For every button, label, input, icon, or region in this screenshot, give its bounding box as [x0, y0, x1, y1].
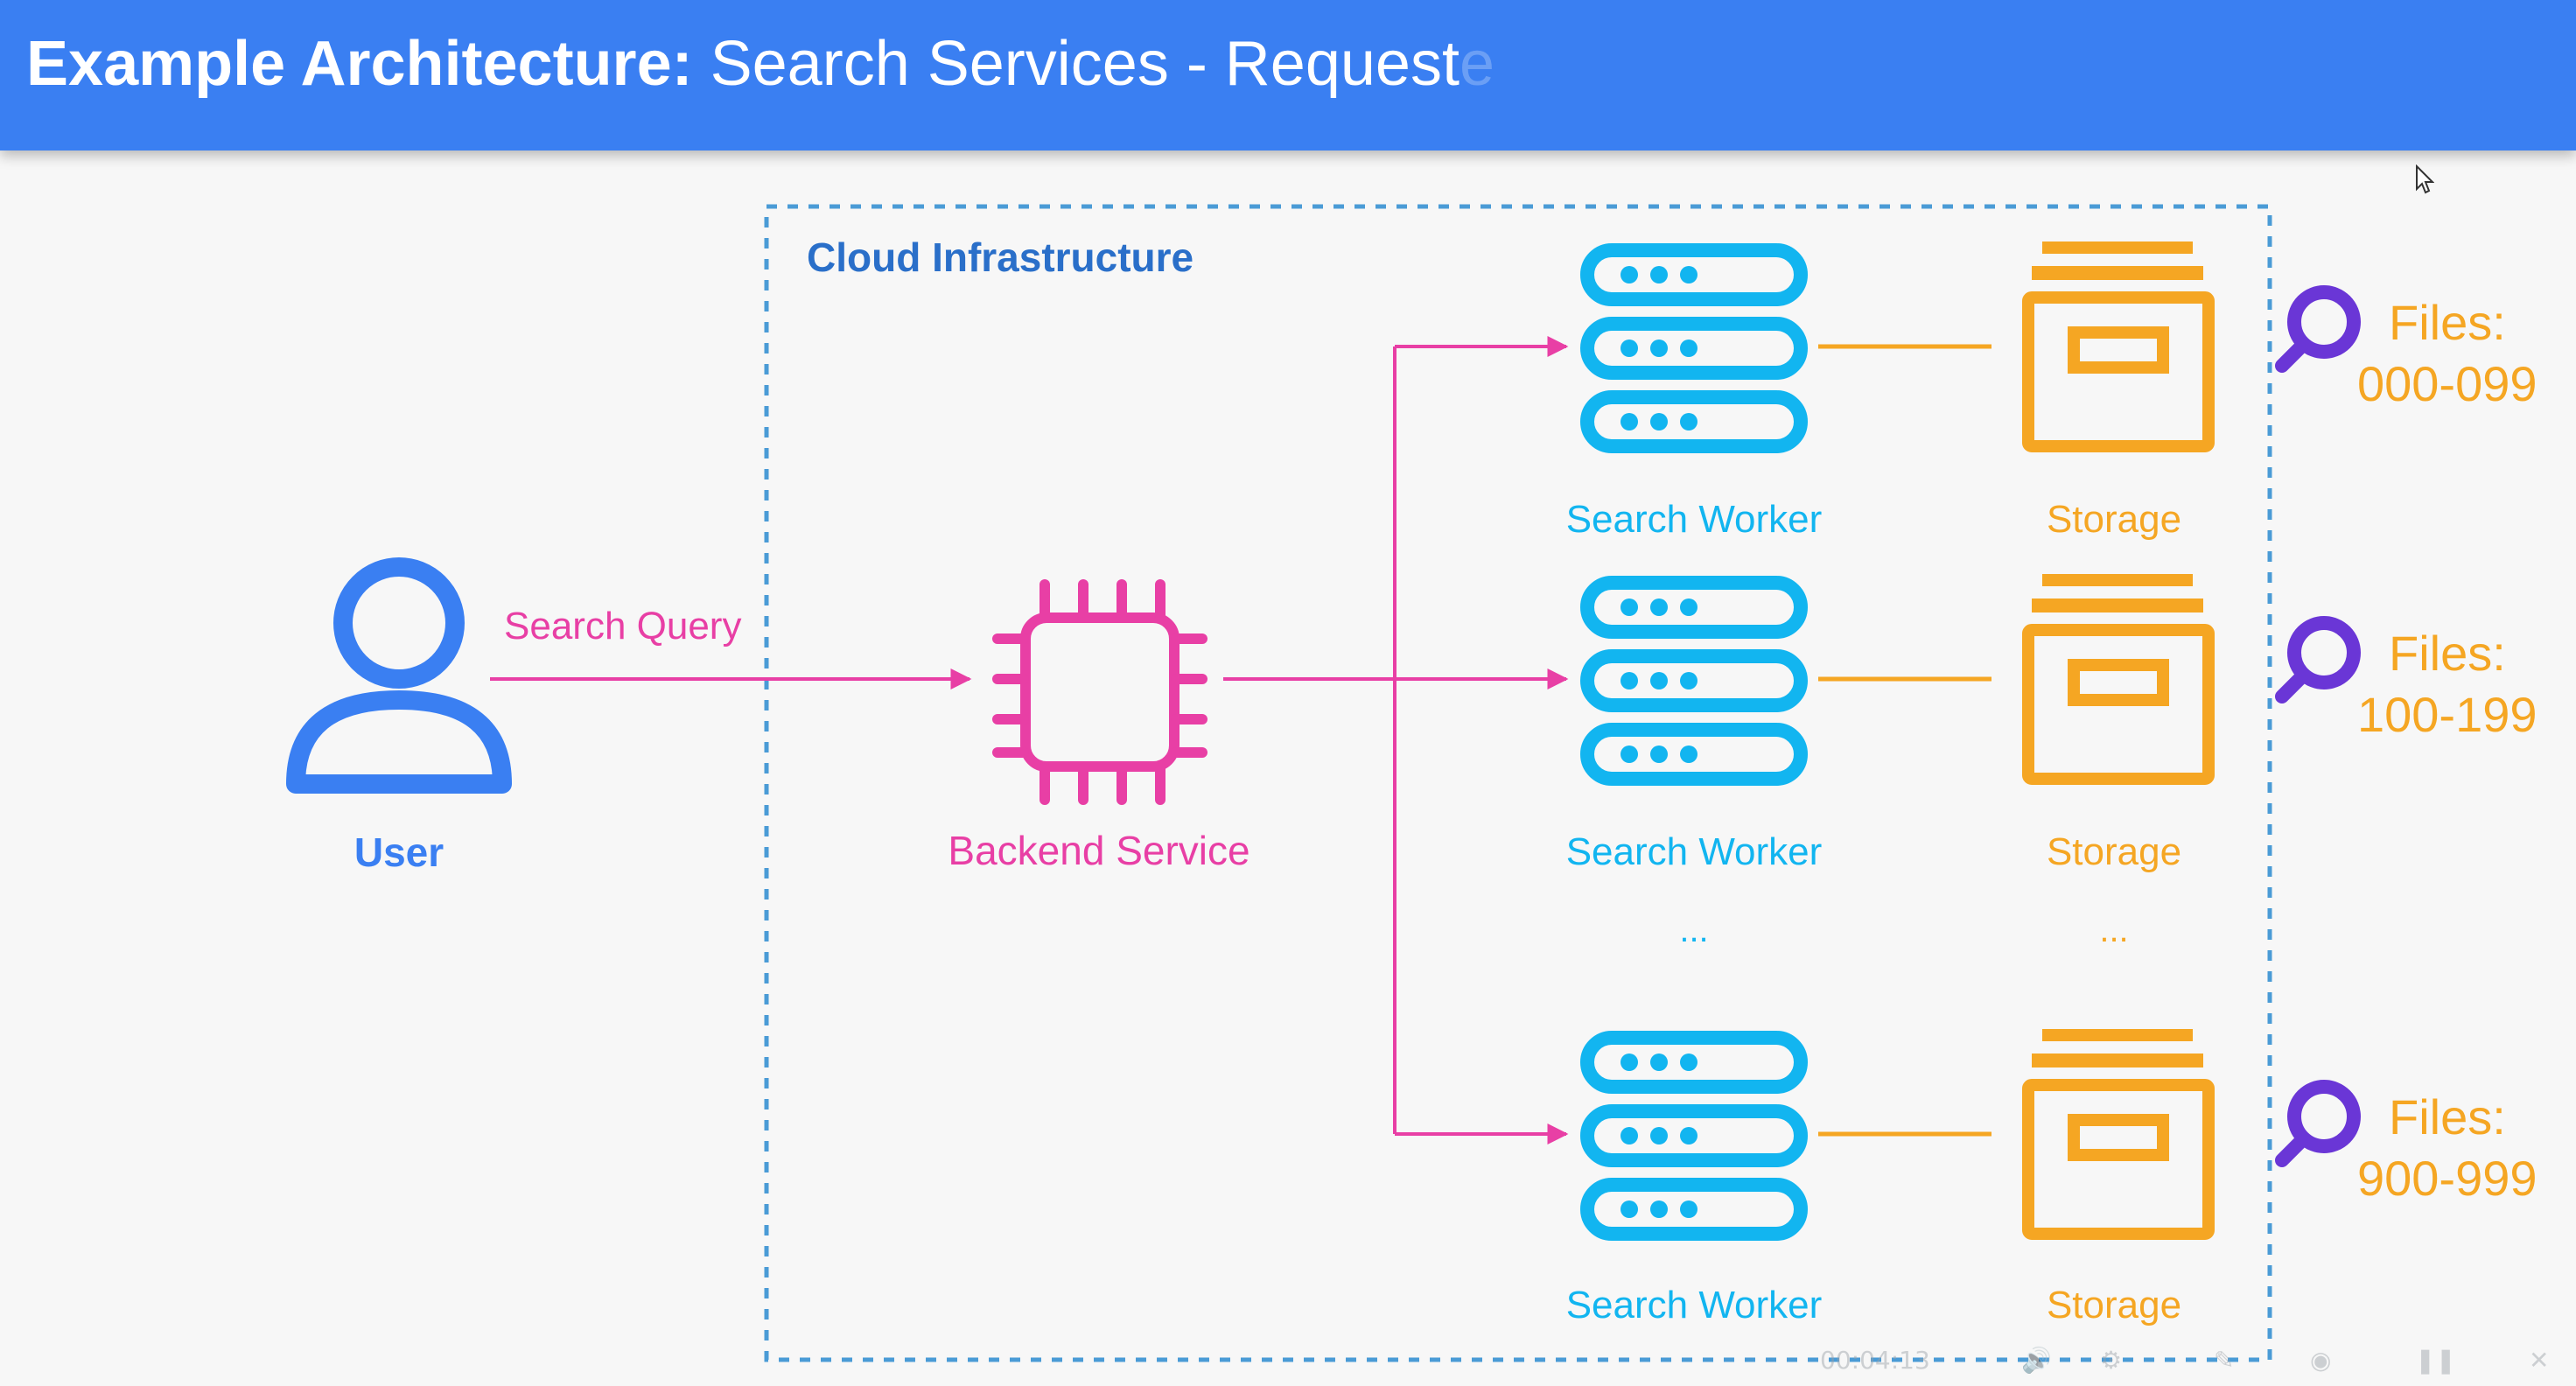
search-icon — [2275, 1080, 2361, 1167]
user-icon — [286, 557, 512, 794]
archive-icon — [2022, 242, 2215, 452]
settings-icon[interactable]: ⚙ — [2100, 1346, 2123, 1375]
server-icon — [1580, 1031, 1808, 1241]
cloud-boundary — [764, 204, 2272, 1362]
storage-label: Storage — [2047, 1284, 2181, 1326]
files-label: Files: — [2389, 626, 2506, 681]
files-label: Files: — [2389, 295, 2506, 350]
fanout-connectors — [1223, 336, 1569, 1144]
pause-icon[interactable]: ❚❚ — [2415, 1346, 2456, 1375]
files-range: 900-999 — [2357, 1151, 2538, 1206]
search-worker-label: Search Worker — [1566, 498, 1823, 541]
server-icon — [1580, 243, 1808, 453]
title-rest: Search Services - Request — [710, 29, 1460, 99]
search-query-label: Search Query — [504, 605, 741, 648]
volume-icon[interactable]: 🔊 — [2021, 1346, 2052, 1375]
title-bold: Example Architecture: — [26, 29, 693, 99]
title-bar: Example Architecture: Search Services - … — [0, 0, 2576, 150]
archive-icon — [2022, 1029, 2215, 1240]
files-range: 000-099 — [2357, 356, 2538, 411]
chip-icon — [992, 579, 1208, 805]
search-icon — [2275, 616, 2361, 704]
backend-service-label: Backend Service — [948, 828, 1250, 873]
edit-icon[interactable]: ✎ — [2214, 1346, 2235, 1375]
storage-ellipsis: ... — [2099, 911, 2128, 949]
title-fade: e — [1459, 29, 1495, 99]
files-label: Files: — [2389, 1089, 2506, 1144]
video-player-controls: 00:04:13 🔊 ⚙ ✎ ◉ ❚❚ ✕ — [1802, 1337, 2576, 1386]
search-worker-label: Search Worker — [1566, 1284, 1823, 1326]
cursor-icon — [2416, 164, 2434, 194]
search-worker-label: Search Worker — [1566, 830, 1823, 873]
storage-label: Storage — [2047, 498, 2181, 541]
worker-ellipsis: ... — [1679, 911, 1708, 949]
screenshot-icon[interactable]: ◉ — [2310, 1346, 2332, 1375]
search-icon — [2275, 285, 2361, 373]
files-range: 100-199 — [2357, 687, 2538, 742]
server-icon — [1580, 576, 1808, 786]
close-icon[interactable]: ✕ — [2529, 1346, 2550, 1375]
archive-icon — [2022, 574, 2215, 785]
storage-label: Storage — [2047, 830, 2181, 873]
page-title: Example Architecture: Search Services - … — [26, 16, 1494, 112]
player-time: 00:04:13 — [1820, 1346, 1930, 1375]
user-label: User — [354, 830, 444, 875]
cloud-boundary-label: Cloud Infrastructure — [807, 234, 1194, 280]
